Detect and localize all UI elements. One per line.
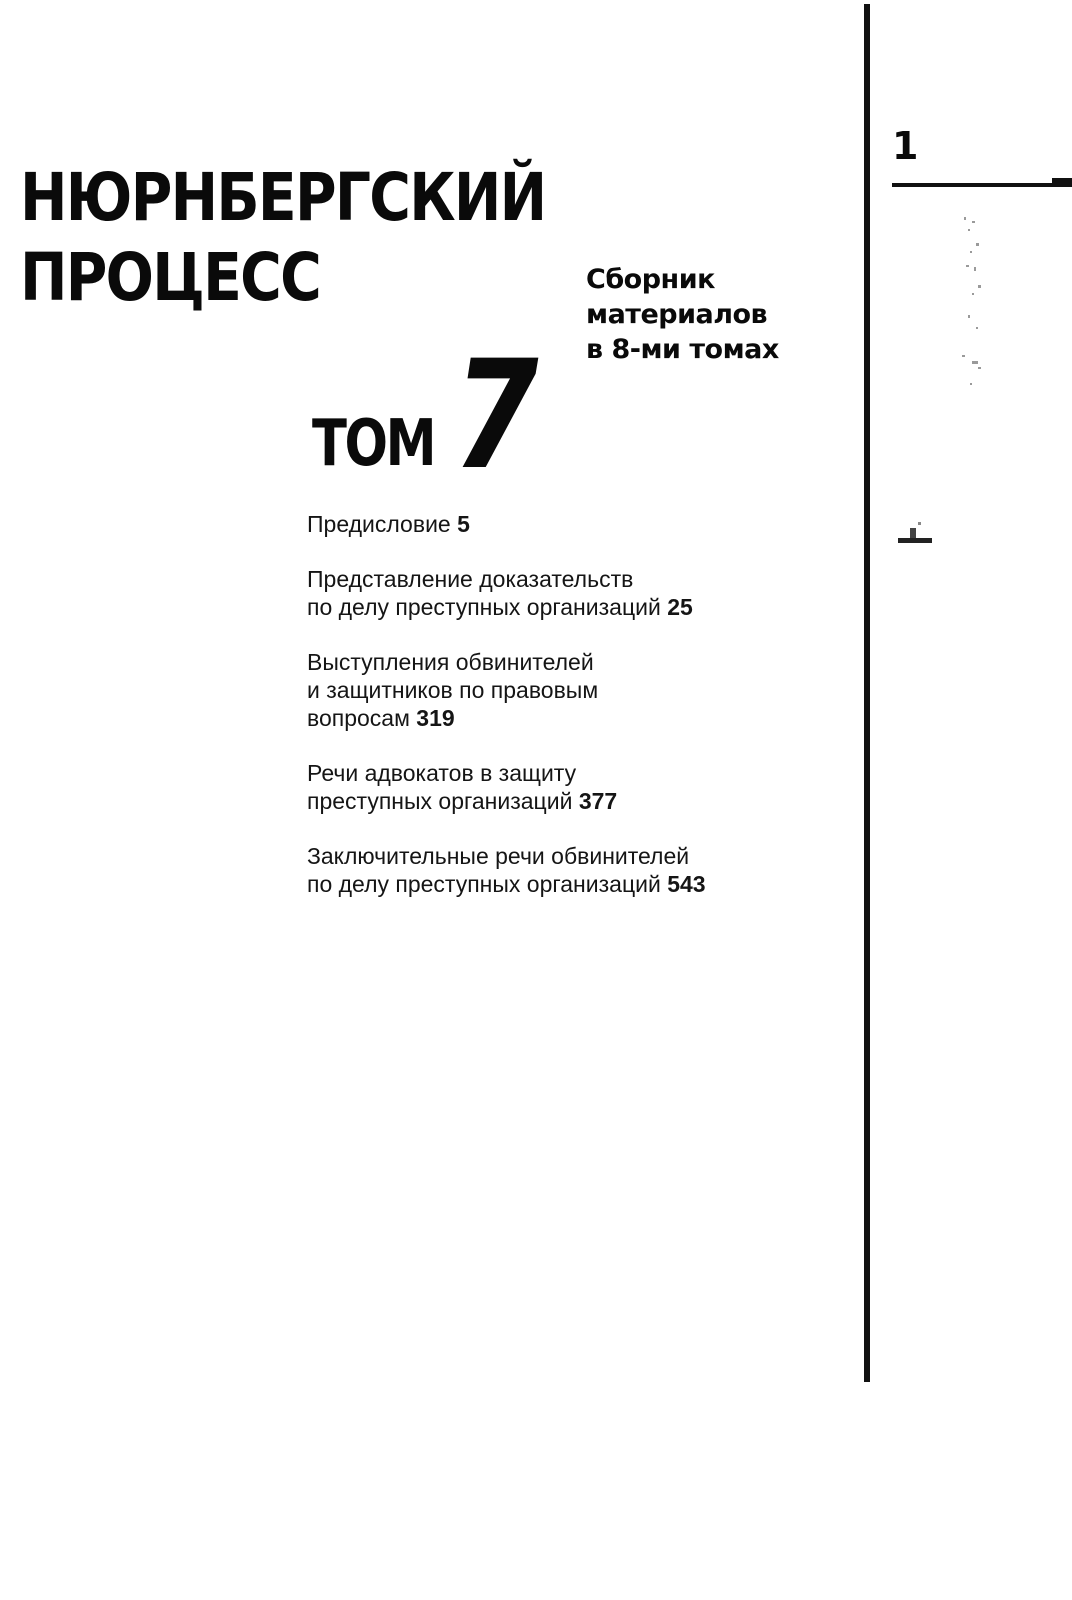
volume-word: ТОМ [312,407,437,481]
toc-page-number: 377 [578,788,618,814]
vertical-rule [864,4,870,1382]
toc-entry-text: вопросам [307,705,410,731]
toc-entry-legal-questions: Выступления обвинителей и защитников по … [307,648,827,732]
book-title-line-2: ПРОЦЕСС [20,239,322,316]
subtitle-line-3: в 8-ми томах [586,334,779,365]
book-title-line-1: НЮРНБЕРГСКИЙ [20,159,547,236]
toc-entry-text: Речи адвокатов в защиту [307,760,577,786]
series-number: 1 [892,124,919,168]
subtitle-line-1: Сборник [586,264,715,295]
toc-entry-defense-speeches: Речи адвокатов в защиту преступных орган… [307,759,827,815]
toc-entry-text: и защитников по правовым [307,677,599,703]
toc-page-number: 25 [667,594,693,620]
book-subtitle: Сборник материалов в 8-ми томах [586,262,779,367]
toc-entry-evidence: Представление доказательств по делу прес… [307,565,827,621]
toc-entry-text: по делу преступных организаций [307,871,661,897]
rule-tab [1052,178,1072,185]
scan-mark-decoration [898,522,932,543]
book-title: НЮРНБЕРГСКИЙ ПРОЦЕСС [20,158,547,318]
horizontal-rule [892,183,1072,187]
toc-page-number: 5 [457,511,470,537]
subtitle-line-2: материалов [586,299,768,330]
toc-page-number: 543 [667,871,706,897]
toc-entry-text: Заключительные речи обвинителей [307,843,690,869]
toc-entry-text: Выступления обвинителей [307,649,594,675]
toc-entry-text: по делу преступных организаций [307,594,661,620]
toc-entry-text: Представление доказательств [307,566,634,592]
toc-entry-closing-speeches: Заключительные речи обвинителей по делу … [307,842,827,898]
toc-entry-preface: Предисловие 5 [307,510,827,538]
toc-entry-text: Предисловие [307,511,451,537]
volume-number: 7 [452,329,539,503]
scan-specks-decoration [962,217,981,385]
volume-label: ТОМ 7 [312,329,557,503]
toc-page-number: 319 [416,705,455,731]
toc-entry-text: преступных организаций [307,788,573,814]
table-of-contents: Предисловие 5 Представление доказательст… [307,510,827,925]
